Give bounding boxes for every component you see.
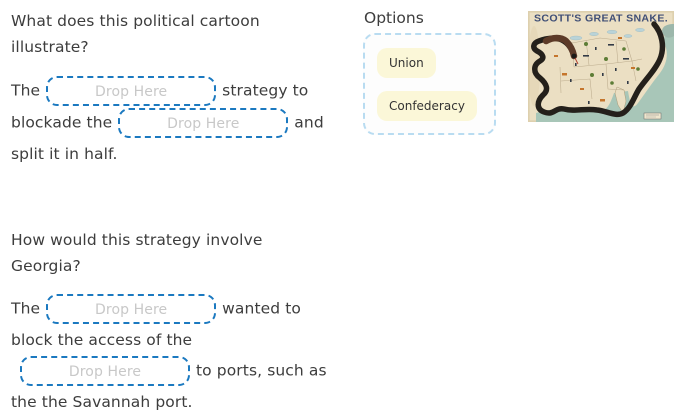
question1-prompt-line1: What does this political cartoon bbox=[11, 12, 260, 30]
question2-prompt-line2: Georgia? bbox=[11, 257, 81, 275]
drop-zone-3[interactable]: Drop Here bbox=[46, 294, 217, 324]
options-container: Union Confederacy bbox=[363, 33, 496, 135]
drop-zone-2[interactable]: Drop Here bbox=[118, 108, 289, 138]
map-vignettes bbox=[554, 37, 640, 104]
sentence-text: strategy to bbox=[222, 81, 309, 100]
anaconda-plan-map: SCOTT'S GREAT SNAKE. bbox=[528, 11, 674, 122]
sentence-text: to ports, such as bbox=[196, 361, 327, 380]
option-chip-confederacy[interactable]: Confederacy bbox=[377, 91, 477, 121]
sentence-text: block the access of the bbox=[11, 331, 193, 349]
sentence-text: the the Savannah port. bbox=[11, 393, 193, 411]
political-cartoon-image: SCOTT'S GREAT SNAKE. bbox=[528, 11, 674, 122]
drop-zone-3-placeholder: Drop Here bbox=[95, 302, 168, 318]
sentence-text: The bbox=[11, 299, 41, 318]
question2-prompt-line1: How would this strategy involve bbox=[11, 231, 263, 249]
drop-zone-1-placeholder: Drop Here bbox=[95, 84, 168, 100]
drop-zone-1[interactable]: Drop Here bbox=[46, 76, 217, 106]
option-chip-union[interactable]: Union bbox=[377, 48, 436, 78]
drop-zone-2-placeholder: Drop Here bbox=[167, 116, 240, 132]
sentence-text: The bbox=[11, 81, 41, 100]
cartoon-title: SCOTT'S GREAT SNAKE. bbox=[534, 14, 668, 25]
imprint-box bbox=[643, 112, 662, 120]
options-title: Options bbox=[364, 9, 424, 27]
sentence-text: and bbox=[294, 113, 324, 132]
question2-prompt: How would this strategy involve Georgia? bbox=[11, 227, 363, 279]
sentence-text: wanted to bbox=[222, 299, 301, 318]
question1-prompt: What does this political cartoon illustr… bbox=[11, 8, 363, 60]
drop-zone-4-placeholder: Drop Here bbox=[68, 364, 142, 380]
sentence-text: blockade the bbox=[11, 113, 113, 132]
question1-prompt-line2: illustrate? bbox=[11, 38, 89, 56]
sentence-text: split it in half. bbox=[11, 145, 118, 163]
drop-zone-4[interactable]: Drop Here bbox=[20, 356, 190, 386]
